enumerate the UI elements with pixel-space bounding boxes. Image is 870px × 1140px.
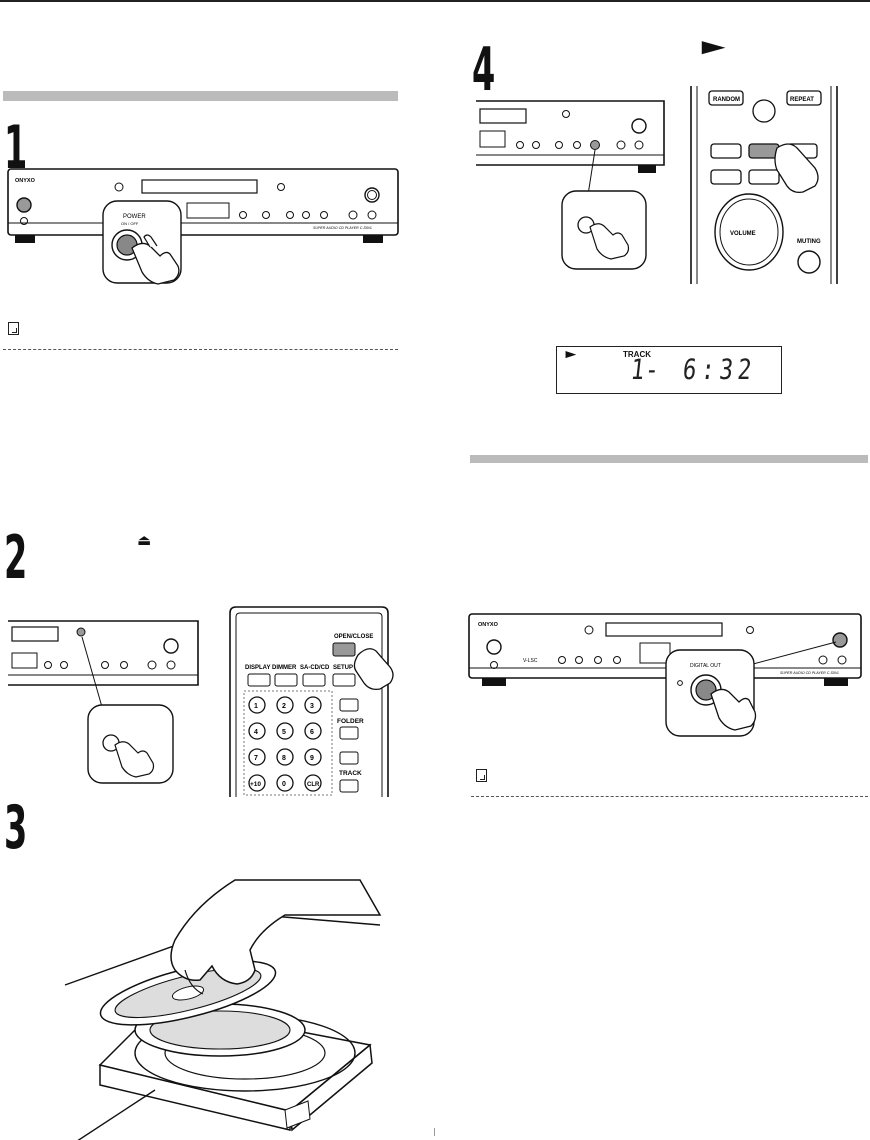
key-3: 3 (310, 703, 314, 710)
vlsc-logo: V-LSC (523, 658, 538, 664)
column-divider-tick (434, 1128, 435, 1136)
step-number-2: 2 (4, 523, 28, 593)
key-2: 2 (282, 703, 286, 710)
key-5: 5 (282, 729, 286, 736)
model-line-2: SUPER AUDIO CD PLAYER C-S5VL (780, 671, 839, 675)
remote-sacd-label: SA-CD/CD (300, 665, 330, 671)
display-track-label: TRACK (623, 350, 651, 359)
note-divider-left (3, 349, 398, 350)
display-time: 6:32 (681, 353, 759, 386)
key-4: 4 (254, 729, 258, 736)
note-icon-left (8, 322, 19, 335)
remote-setup-label: SETUP (333, 665, 353, 671)
muting-label: MUTING (797, 239, 821, 245)
key-6: 6 (310, 729, 314, 736)
step-number-1: 1 (4, 113, 28, 183)
track-label: TRACK (339, 770, 362, 777)
key-9: 9 (310, 755, 314, 762)
power-label: POWER (123, 214, 146, 220)
key-0: 0 (282, 781, 286, 788)
front-panel-play-illustration (476, 95, 676, 280)
repeat-button-label: REPEAT (790, 97, 814, 103)
volume-label: VOLUME (730, 231, 756, 237)
power-onoff-label: ON / OFF (121, 221, 139, 226)
remote-display-label: DISPLAY (245, 665, 270, 671)
display-track-number: 1- (629, 353, 662, 386)
brand-logo-2: ONYXO (478, 622, 499, 628)
digital-out-label: DIGITAL OUT (690, 663, 721, 669)
key-7: 7 (254, 755, 258, 762)
section-header-bar-left (3, 91, 398, 101)
section-header-bar-right (470, 455, 868, 463)
key-1: 1 (254, 703, 258, 710)
brand-logo: ONYXO (15, 178, 36, 184)
eject-icon: ⏏ (137, 532, 152, 549)
remote-play-illustration: RANDOM REPEAT VOLUME MUTING (689, 86, 839, 289)
remote-open-close-illustration: OPEN/CLOSE DISPLAY DIMMER SA-CD/CD SETUP… (229, 605, 400, 805)
folder-label: FOLDER (337, 718, 364, 725)
remote-dimmer-label: DIMMER (272, 665, 297, 671)
front-display-panel: ► TRACK 1- 6:32 (556, 346, 782, 394)
page-top-rule (0, 0, 870, 2)
random-button-label: RANDOM (713, 97, 740, 103)
key-plus10: +10 (250, 781, 261, 788)
play-icon: ► (694, 34, 734, 59)
disc-tray-illustration (60, 875, 382, 1140)
front-panel-digital-out-illustration: ONYXO V-LSC SUPER AUDIO CD PLAYER C-S5VL… (468, 610, 868, 745)
note-icon-right (476, 769, 487, 782)
model-line: SUPER AUDIO CD PLAYER C-S5VL (313, 226, 372, 230)
step-number-4: 4 (472, 35, 496, 105)
front-panel-power-illustration: ONYXO SUPER AUDIO CD PLAYER C-S5VL POWER… (7, 165, 402, 295)
step-number-3: 3 (4, 793, 28, 863)
front-panel-eject-illustration (8, 615, 203, 790)
display-play-icon: ► (562, 347, 580, 361)
key-8: 8 (282, 755, 286, 762)
remote-number-keys: 1 2 3 4 5 6 7 8 9 +10 0 CLR (248, 696, 322, 792)
note-divider-right (471, 796, 868, 797)
key-clr: CLR (307, 782, 320, 788)
open-close-label: OPEN/CLOSE (334, 634, 373, 640)
